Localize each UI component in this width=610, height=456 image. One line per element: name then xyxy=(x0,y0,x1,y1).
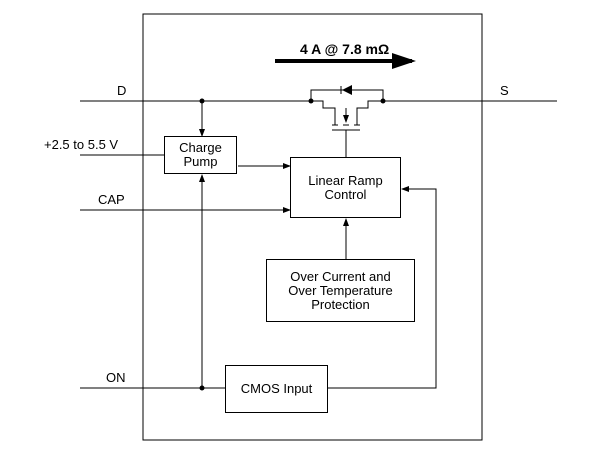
current-rating: 4 A @ 7.8 mΩ xyxy=(300,41,390,57)
pin-cap: CAP xyxy=(98,192,125,207)
pin-vin: +2.5 to 5.5 V xyxy=(44,137,119,152)
linear-ramp-block: Linear Ramp Control xyxy=(290,157,401,218)
pin-on: ON xyxy=(106,370,126,385)
pin-d: D xyxy=(117,83,127,98)
charge-pump-block: Charge Pump xyxy=(164,136,237,174)
pin-s: S xyxy=(500,83,509,98)
protection-block: Over Current and Over Temperature Protec… xyxy=(266,259,415,322)
device-outline xyxy=(142,13,483,441)
cmos-input-block: CMOS Input xyxy=(225,365,328,413)
